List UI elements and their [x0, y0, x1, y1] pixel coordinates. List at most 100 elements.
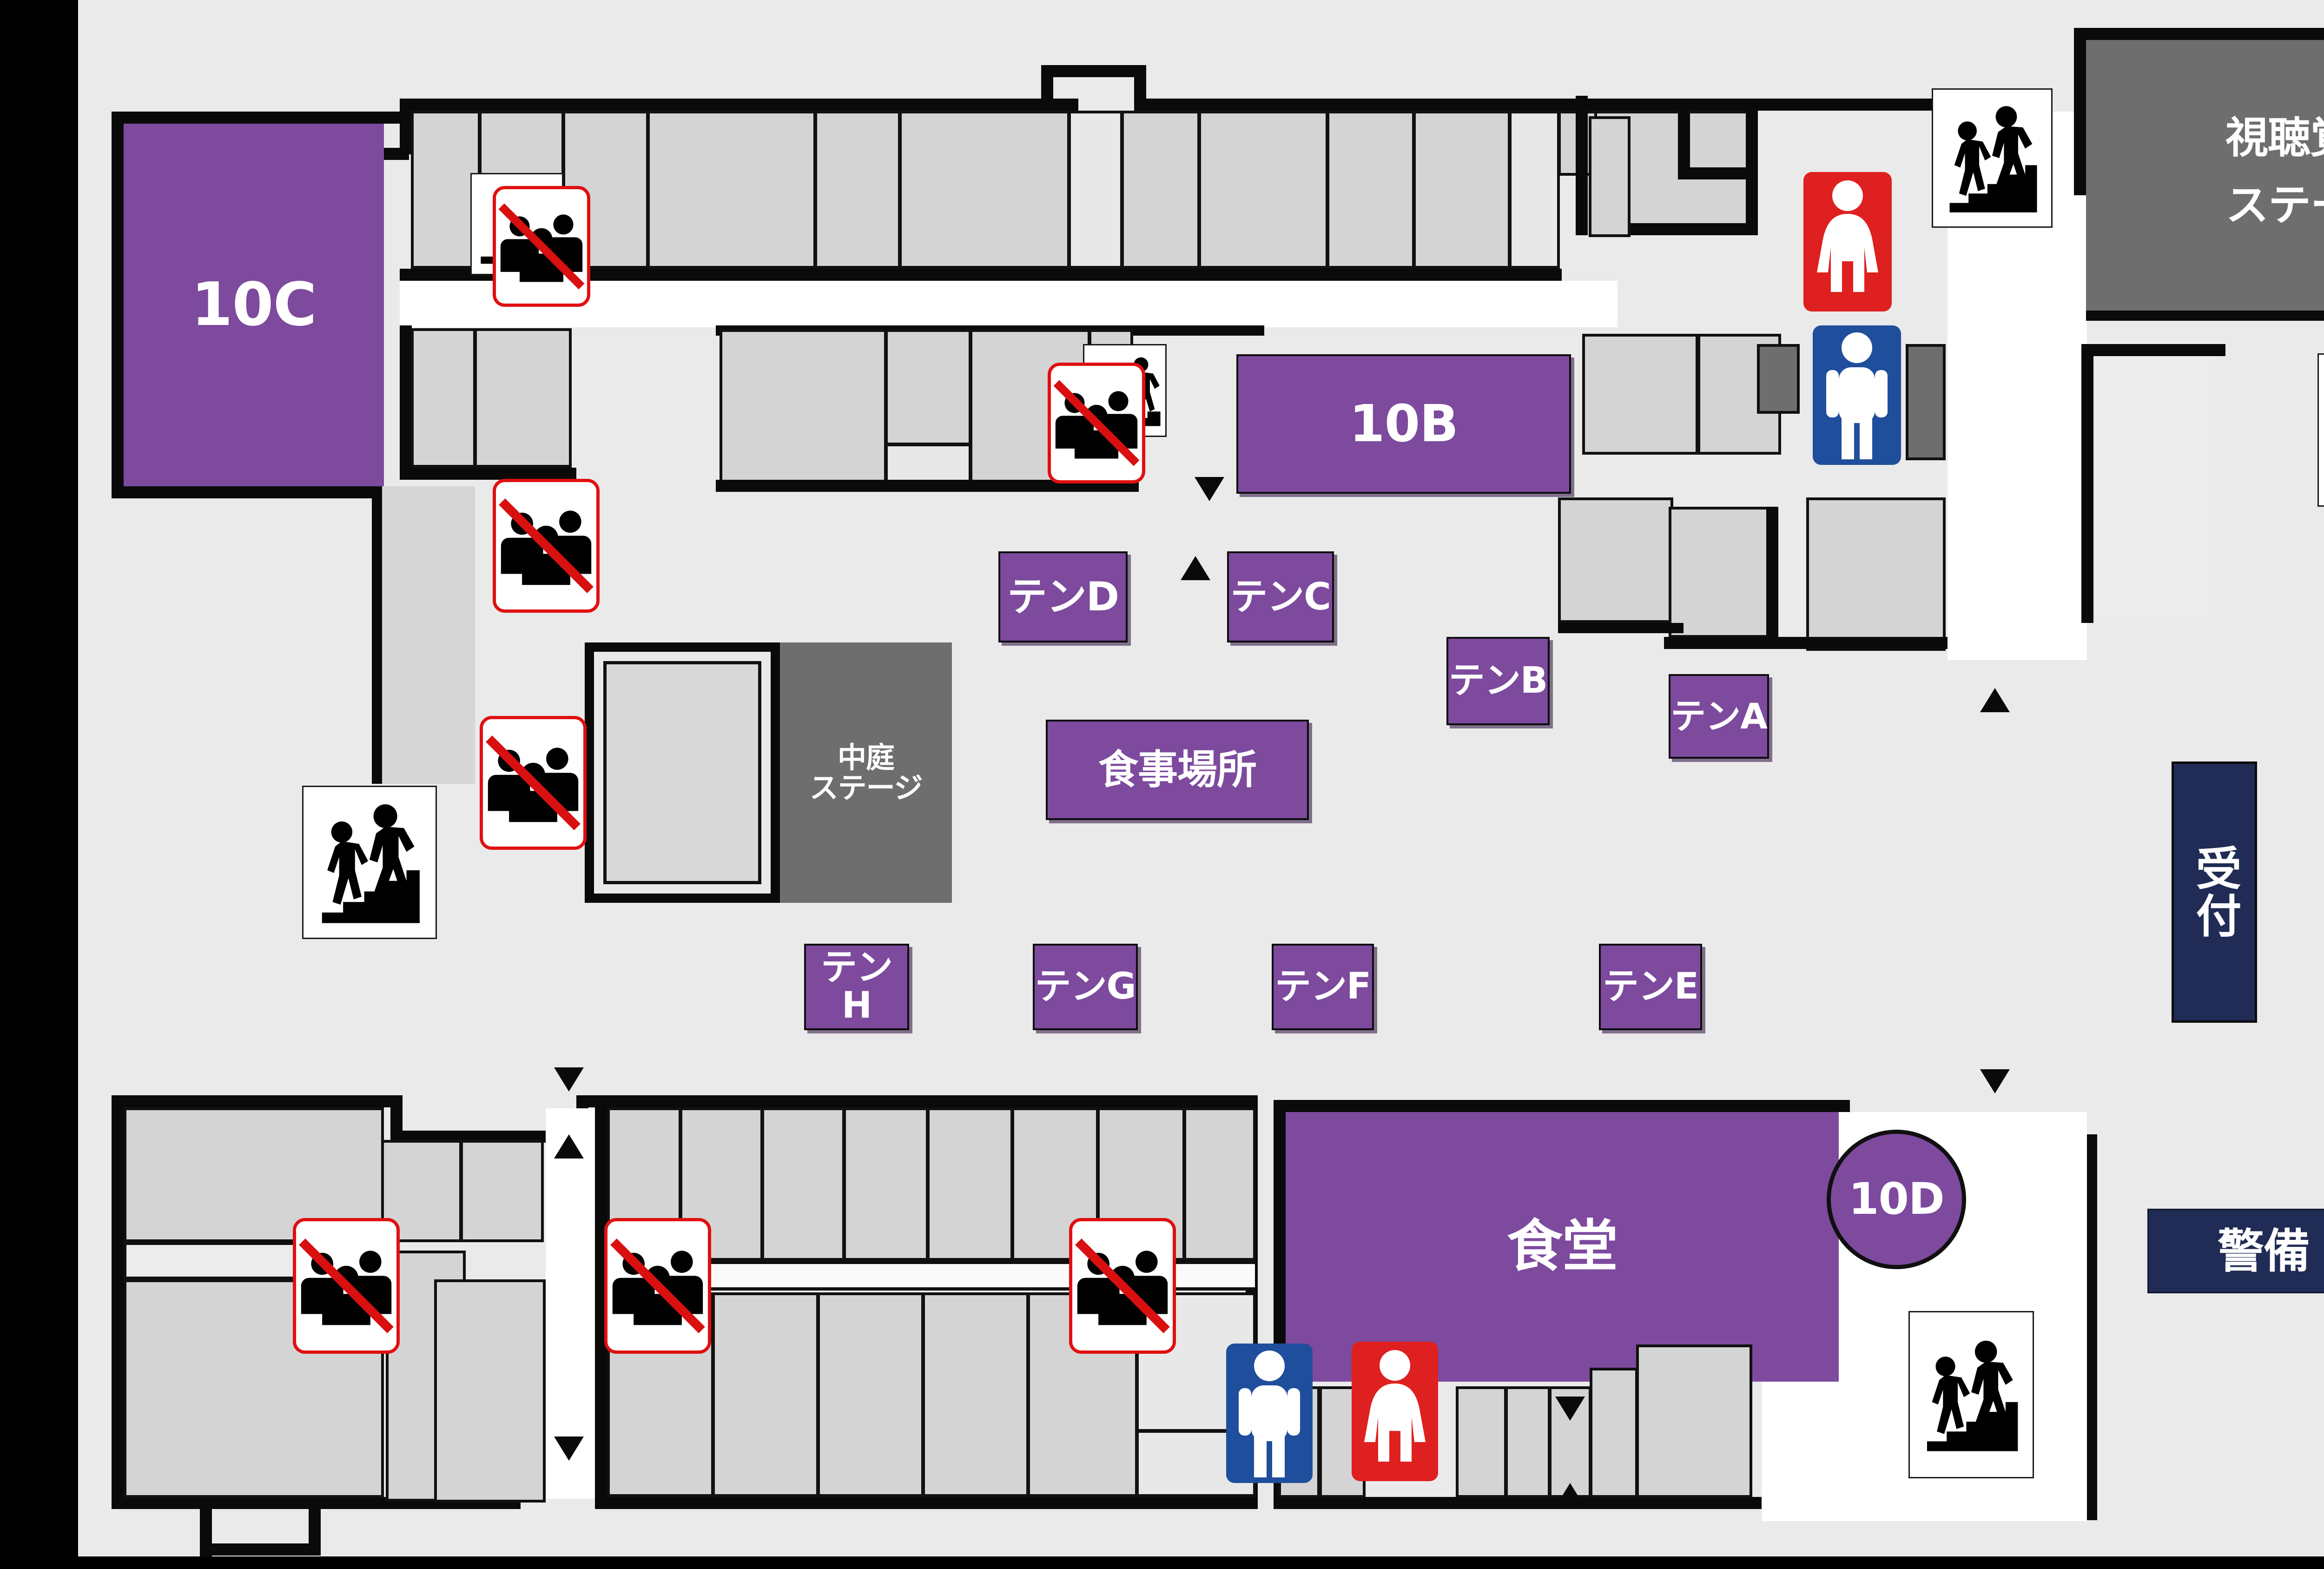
wall-segment [112, 1095, 400, 1107]
toilet-male-icon[interactable] [1226, 1344, 1313, 1483]
wall-segment [1134, 99, 1980, 111]
room-cell [1121, 111, 1200, 269]
room-cell [1068, 111, 1123, 269]
toilet-female-icon[interactable] [1352, 1342, 1438, 1481]
no-crowding-icon[interactable] [293, 1218, 400, 1354]
room-cell [1413, 111, 1511, 269]
cafeteria-label: 食堂 [1507, 1214, 1618, 1279]
courtyard-stage-line1: 中庭 [837, 740, 895, 775]
tent-D-label: テンD [1007, 573, 1119, 620]
av-room-stage-line2: ステージ [2225, 180, 2324, 230]
room-cell [720, 329, 887, 483]
corridor [400, 281, 1618, 327]
tent-F-label: テンF [1274, 966, 1371, 1008]
tent-H-label: テンH [820, 947, 893, 1026]
stairs-icon[interactable] [302, 786, 437, 939]
tent-H[interactable]: テンH [804, 944, 909, 1030]
wall-segment [1766, 507, 1778, 646]
stairs-icon[interactable] [2317, 353, 2324, 507]
room-cell [1509, 111, 1560, 269]
wall-segment [2074, 28, 2086, 195]
av-room-stage[interactable]: 視聴覚室 ステージ [2119, 56, 2324, 288]
tent-C[interactable]: テンC [1227, 551, 1334, 642]
no-crowding-icon[interactable] [1048, 363, 1145, 483]
tent-F[interactable]: テンF [1272, 944, 1374, 1030]
room-cell-dark [1906, 344, 1946, 460]
room-cell [885, 329, 971, 445]
wall-segment [1664, 637, 1952, 649]
room-cell [411, 111, 481, 269]
no-crowding-icon[interactable] [1069, 1218, 1176, 1354]
wall-segment [1274, 1100, 1850, 1112]
room-cell [1806, 497, 1946, 651]
av-room-stage-line1: 視聴覚室 [2225, 113, 2324, 163]
venue-10B[interactable]: 10B [1236, 354, 1571, 494]
stairs-icon[interactable] [1932, 88, 2053, 228]
flow-arrow-up [1181, 556, 1210, 580]
wall-segment [400, 468, 576, 480]
toilet-male-icon[interactable] [1813, 325, 1901, 465]
no-crowding-icon[interactable] [493, 186, 590, 307]
wall-segment [595, 1095, 1255, 1107]
tent-B[interactable]: テンB [1446, 637, 1550, 725]
room-cell [1183, 1107, 1256, 1261]
wall-segment [2074, 28, 2324, 40]
courtyard-frame [585, 642, 780, 903]
room-cell [922, 1292, 1029, 1497]
wall-segment [112, 112, 124, 497]
tent-D[interactable]: テンD [998, 551, 1128, 642]
reception-post-label: 受付 [2188, 845, 2241, 940]
dining-area[interactable]: 食事場所 [1046, 720, 1309, 820]
wall-segment [400, 325, 412, 479]
tent-A-label: テンA [1670, 695, 1768, 737]
room-cell [1505, 1386, 1551, 1498]
wall-segment [2086, 311, 2324, 321]
reception-post[interactable]: 受付 [2172, 761, 2257, 1023]
venue-10D-label: 10D [1849, 1173, 1945, 1225]
room-cell [1558, 497, 1673, 623]
dining-area-label: 食事場所 [1098, 746, 1257, 793]
venue-10B-label: 10B [1349, 394, 1459, 454]
wall-segment [2085, 1134, 2097, 1520]
wall-segment [1576, 96, 1588, 235]
room-cell [814, 111, 901, 269]
flow-arrow-down [1195, 477, 1224, 501]
tent-E[interactable]: テンE [1599, 944, 1702, 1030]
venue-10C[interactable]: 10C [124, 124, 384, 486]
flow-arrow-down [1980, 1069, 2010, 1093]
wall-segment [372, 486, 382, 784]
flow-arrow-up [554, 1134, 584, 1159]
av-stage-block [2086, 40, 2324, 319]
room-cell [474, 328, 572, 468]
room-cell [1669, 507, 1770, 638]
tent-E-label: テンE [1602, 966, 1699, 1008]
flow-arrow-down [1555, 1397, 1585, 1421]
venue-10D[interactable]: 10D [1827, 1130, 1966, 1269]
flow-arrow-down [554, 1067, 584, 1092]
wall-segment [400, 99, 1078, 111]
security-post[interactable]: 警備 [2147, 1209, 2324, 1293]
toilet-female-icon[interactable] [1803, 172, 1892, 311]
tent-G[interactable]: テンG [1033, 944, 1138, 1030]
room-cell [712, 1292, 819, 1497]
flow-arrow-down [554, 1437, 584, 1461]
room-cell [899, 111, 1070, 269]
wall-segment [400, 269, 1562, 281]
courtyard-stage[interactable]: 中庭 ステージ [780, 642, 952, 903]
no-crowding-icon[interactable] [480, 716, 587, 850]
cafeteria[interactable]: 食堂 [1286, 1112, 1839, 1382]
wall-segment [1746, 99, 1758, 233]
room-cell [817, 1292, 924, 1497]
tent-A[interactable]: テンA [1669, 674, 1769, 759]
room-cell [1590, 1368, 1638, 1498]
wall-segment [1678, 99, 1690, 178]
room-cell [2093, 356, 2214, 616]
stairs-icon[interactable] [1908, 1311, 2034, 1478]
wall-segment [1041, 65, 1143, 77]
no-crowding-icon[interactable] [604, 1218, 711, 1354]
room-cell [460, 1140, 544, 1242]
wall-segment [595, 1497, 1255, 1509]
wall-segment [1678, 167, 1757, 179]
no-crowding-icon[interactable] [493, 479, 600, 613]
